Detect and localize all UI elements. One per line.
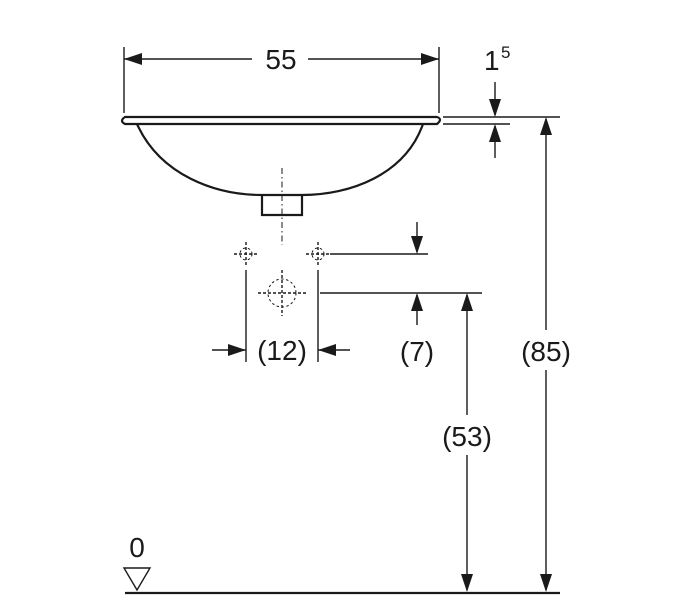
floor-level-label: 0 (129, 532, 145, 563)
arrow-down (540, 574, 552, 592)
arrow-right (421, 53, 439, 65)
total-height-dimension: (85) (521, 117, 571, 592)
tap-spacing-dimension: (12) (212, 270, 350, 366)
washbasin (120, 115, 442, 245)
rim-thickness-label: 1 (484, 45, 500, 76)
tap-holes (234, 242, 330, 316)
arrow-down (411, 236, 423, 254)
arrow-down (489, 99, 501, 117)
arrow-up (461, 293, 473, 311)
level-triangle-icon (122, 567, 152, 592)
outlet-height-label: (53) (442, 421, 492, 452)
tap-offset-dimension: (7) (320, 222, 482, 367)
arrow-down (461, 574, 473, 592)
basin-rim (120, 115, 442, 126)
tap-offset-label: (7) (400, 336, 434, 367)
arrow-up (411, 293, 423, 311)
arrow-up (540, 117, 552, 135)
total-height-label: (85) (521, 336, 571, 367)
basin-bowl (135, 123, 425, 197)
width-label: 55 (265, 44, 296, 75)
arrow-left (318, 344, 336, 356)
arrow-left (124, 53, 142, 65)
floor-level: 0 (122, 532, 560, 595)
arrow-right (228, 344, 246, 356)
width-dimension: 55 (123, 44, 440, 113)
rim-thickness-superscript: 5 (501, 43, 510, 62)
rim-thickness-dimension: 1 5 (443, 43, 560, 158)
arrow-up (489, 124, 501, 142)
outlet-height-dimension: (53) (442, 293, 492, 592)
basin-drain (260, 195, 304, 217)
tap-spacing-label: (12) (257, 335, 307, 366)
